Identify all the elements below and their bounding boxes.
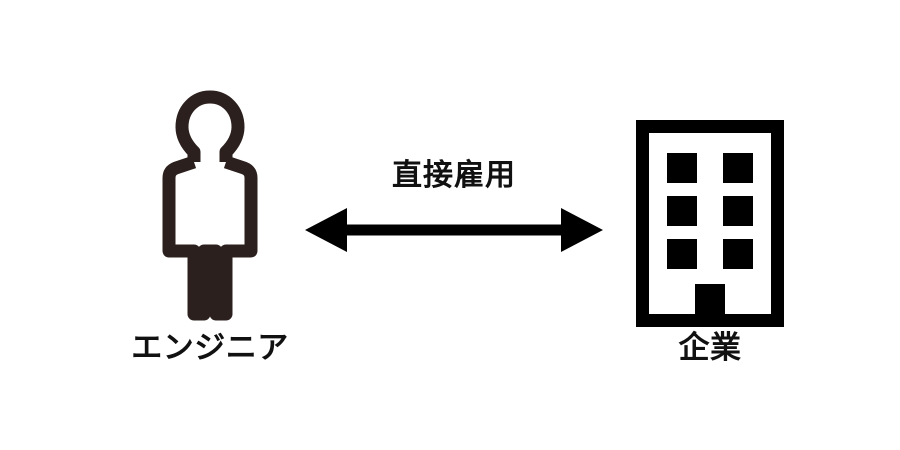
relation-label: 直接雇用 (392, 158, 516, 193)
node-engineer: エンジニア (110, 80, 310, 370)
node-company: 企業 (615, 110, 805, 370)
person-icon (162, 90, 258, 321)
relation-direct-employment: 直接雇用 (300, 150, 608, 280)
double-headed-arrow-icon (305, 208, 603, 252)
office-building-icon (636, 120, 784, 327)
node-label-company: 企業 (678, 330, 742, 366)
node-label-engineer: エンジニア (131, 330, 289, 366)
